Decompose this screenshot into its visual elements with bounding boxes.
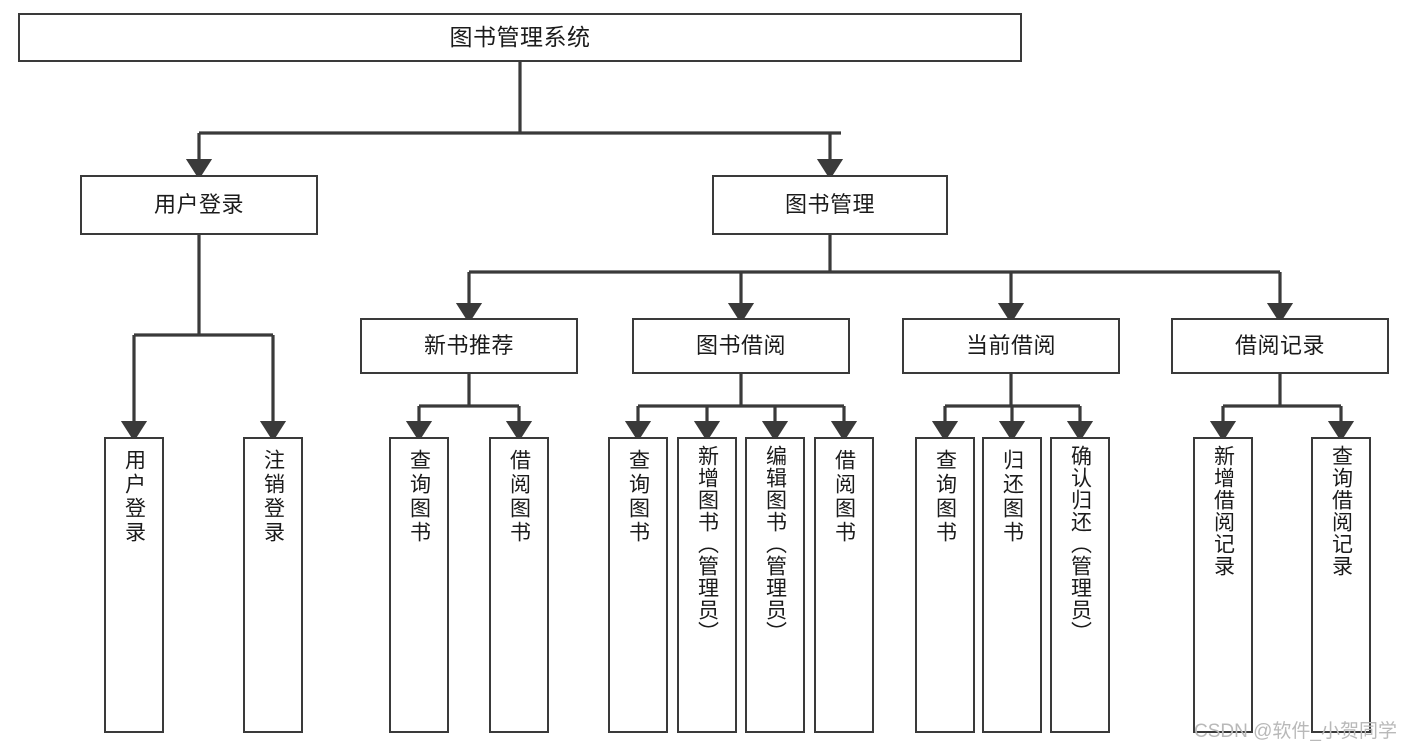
node-book-borrow[interactable]: 图书借阅 <box>632 318 850 374</box>
node-leaf-add-borrow-record[interactable]: 新增借阅记录 <box>1193 437 1253 733</box>
node-leaf-query-borrow-record[interactable]: 查询借阅记录 <box>1311 437 1371 733</box>
node-label: 图书借阅 <box>695 333 786 359</box>
node-label: 用户登录 <box>153 192 244 218</box>
node-label: 新增图书（管理员） <box>695 445 719 643</box>
node-label: 查询图书 <box>933 449 957 545</box>
csdn-watermark: CSDN @软件_小贺同学 <box>1194 721 1397 742</box>
node-leaf-query-book-borrow[interactable]: 查询图书 <box>608 437 668 733</box>
node-label: 新增借阅记录 <box>1211 445 1235 577</box>
node-leaf-query-book-recommend[interactable]: 查询图书 <box>389 437 449 733</box>
node-leaf-confirm-return-admin[interactable]: 确认归还（管理员） <box>1050 437 1110 733</box>
node-borrow-record[interactable]: 借阅记录 <box>1171 318 1389 374</box>
node-label: 查询图书 <box>626 449 650 545</box>
node-label: 借阅记录 <box>1234 333 1325 359</box>
node-label: 确认归还（管理员） <box>1068 445 1092 643</box>
node-leaf-borrow-book-borrow[interactable]: 借阅图书 <box>814 437 874 733</box>
node-label: 借阅图书 <box>507 449 531 545</box>
node-label: 图书管理系统 <box>449 23 591 50</box>
node-leaf-user-login[interactable]: 用户登录 <box>104 437 164 733</box>
node-label: 借阅图书 <box>832 449 856 545</box>
node-leaf-add-book-admin[interactable]: 新增图书（管理员） <box>677 437 737 733</box>
node-label: 归还图书 <box>1000 449 1024 545</box>
node-label: 当前借阅 <box>965 333 1056 359</box>
node-leaf-borrow-book-recommend[interactable]: 借阅图书 <box>489 437 549 733</box>
node-label: 用户登录 <box>122 449 146 545</box>
node-user-login[interactable]: 用户登录 <box>80 175 318 235</box>
node-root-book-management-system[interactable]: 图书管理系统 <box>18 13 1022 62</box>
node-leaf-logout-login[interactable]: 注销登录 <box>243 437 303 733</box>
node-label: 查询图书 <box>407 449 431 545</box>
node-leaf-return-book[interactable]: 归还图书 <box>982 437 1042 733</box>
node-label: 新书推荐 <box>423 333 514 359</box>
node-label: 查询借阅记录 <box>1329 445 1353 577</box>
node-current-borrow[interactable]: 当前借阅 <box>902 318 1120 374</box>
node-leaf-edit-book-admin[interactable]: 编辑图书（管理员） <box>745 437 805 733</box>
node-leaf-query-book-current[interactable]: 查询图书 <box>915 437 975 733</box>
node-new-book-recommend[interactable]: 新书推荐 <box>360 318 578 374</box>
node-label: 图书管理 <box>784 192 875 218</box>
node-label: 编辑图书（管理员） <box>763 445 787 643</box>
node-label: 注销登录 <box>261 449 285 545</box>
node-book-management[interactable]: 图书管理 <box>712 175 948 235</box>
